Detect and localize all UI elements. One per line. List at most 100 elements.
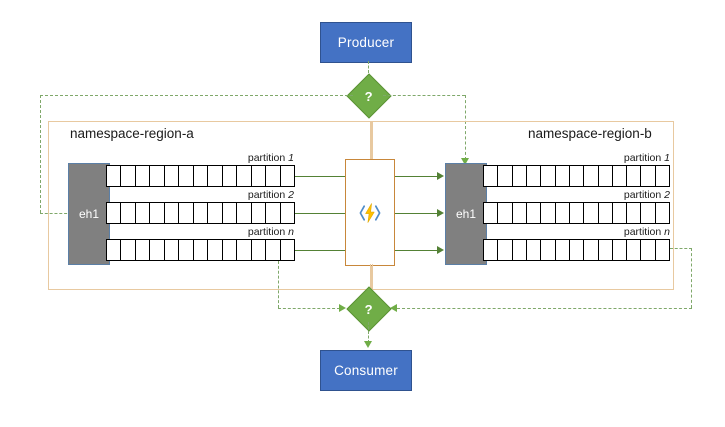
partition-cell	[584, 166, 599, 186]
partition-cell	[281, 240, 294, 260]
partition-cell	[136, 166, 151, 186]
partition-cell	[599, 240, 613, 260]
region-b-partition-n-label: partition n	[556, 226, 670, 238]
partition-cell	[498, 166, 513, 186]
region-b-partition-1-label-index: 1	[664, 152, 670, 164]
router-to-consumer-line	[368, 322, 369, 343]
router-to-consumer-arrowhead	[363, 341, 372, 348]
partition-cell	[656, 240, 669, 260]
partition-cell	[556, 203, 570, 223]
region-b-to-consumer-right-line	[670, 248, 692, 249]
partition-cell	[208, 203, 223, 223]
region-b-partition-1-row	[483, 165, 670, 187]
flow-replicator-to-b-pn-arrowhead	[437, 245, 444, 254]
region-a-entity-eh1[interactable]: eh1	[68, 163, 110, 265]
region-a-partition-n-row	[106, 239, 295, 261]
producer-router-diamond[interactable]: ?	[346, 73, 392, 119]
region-b-partition-1-label-text: partition	[623, 152, 665, 164]
region-b-partition-n-label-text: partition	[623, 226, 665, 238]
partition-cell	[107, 240, 122, 260]
region-a-to-consumer-right-line	[278, 308, 340, 309]
region-a-partition-2-row	[106, 202, 295, 224]
region-a-partition-2-label-text: partition	[247, 189, 289, 201]
namespace-region-a-title: namespace-region-a	[70, 126, 194, 141]
partition-cell	[223, 240, 238, 260]
region-b-partition-2-row	[483, 202, 670, 224]
partition-cell	[541, 203, 556, 223]
partition-cell	[179, 240, 194, 260]
partition-cell	[266, 240, 281, 260]
flow-a-pn-to-replicator	[295, 250, 346, 252]
partition-cell	[613, 240, 628, 260]
partition-cell	[281, 166, 294, 186]
region-b-entity-label: eh1	[455, 207, 477, 221]
namespace-b-left-edge-top	[372, 121, 373, 159]
partition-cell	[121, 166, 136, 186]
partition-cell	[599, 203, 613, 223]
region-b-to-consumer-left-line	[397, 308, 692, 309]
partition-cell	[599, 166, 613, 186]
partition-cell	[556, 166, 570, 186]
producer-label: Producer	[337, 35, 395, 50]
region-b-partition-2-label-text: partition	[623, 189, 665, 201]
partition-cell	[641, 166, 656, 186]
partition-cell	[194, 166, 209, 186]
partition-cell	[498, 240, 513, 260]
partition-cell	[179, 166, 194, 186]
partition-cell	[627, 203, 642, 223]
router-to-region-b-down-line	[465, 95, 466, 160]
partition-cell	[194, 203, 209, 223]
partition-cell	[541, 240, 556, 260]
partition-cell	[165, 166, 180, 186]
replicator-box[interactable]	[345, 159, 395, 266]
consumer-router-label: ?	[365, 301, 373, 317]
partition-cell	[179, 203, 194, 223]
flow-replicator-to-b-p2	[392, 213, 438, 215]
region-b-to-consumer-down-line	[691, 248, 692, 308]
partition-cell	[641, 203, 656, 223]
region-b-to-consumer-arrowhead	[390, 303, 397, 312]
consumer-box[interactable]: Consumer	[320, 350, 412, 391]
partition-cell	[121, 203, 136, 223]
region-b-entity-eh1[interactable]: eh1	[445, 163, 487, 265]
partition-cell	[223, 203, 238, 223]
partition-cell	[150, 203, 165, 223]
flow-replicator-to-b-pn	[392, 250, 438, 252]
partition-cell	[513, 166, 527, 186]
region-a-partition-1-label-text: partition	[247, 152, 289, 164]
region-b-partition-2-label-index: 2	[664, 189, 670, 201]
router-to-region-b-arrowhead	[460, 158, 469, 165]
consumer-router-diamond[interactable]: ?	[346, 286, 392, 332]
region-a-partition-2-label: partition 2	[180, 189, 294, 201]
partition-cell	[281, 203, 294, 223]
router-to-region-a-down-line	[40, 95, 41, 213]
region-b-partition-n-label-index: n	[664, 226, 670, 238]
partition-cell	[237, 240, 252, 260]
partition-cell	[121, 240, 136, 260]
region-b-partition-n-row	[483, 239, 670, 261]
partition-cell	[584, 240, 599, 260]
partition-cell	[613, 203, 628, 223]
partition-cell	[252, 240, 267, 260]
partition-cell	[266, 203, 281, 223]
partition-cell	[484, 166, 499, 186]
partition-cell	[627, 166, 642, 186]
partition-cell	[208, 166, 223, 186]
partition-cell	[498, 203, 513, 223]
producer-box[interactable]: Producer	[320, 22, 412, 63]
partition-cell	[541, 166, 556, 186]
partition-cell	[107, 203, 122, 223]
region-b-partition-2-label: partition 2	[556, 189, 670, 201]
region-a-partition-1-label-index: 1	[288, 152, 294, 164]
partition-cell	[556, 240, 570, 260]
region-a-partition-n-label: partition n	[180, 226, 294, 238]
flow-a-p1-to-replicator	[295, 176, 346, 178]
partition-cell	[165, 203, 180, 223]
region-b-partition-1-label: partition 1	[556, 152, 670, 164]
partition-cell	[570, 166, 585, 186]
consumer-label: Consumer	[334, 363, 398, 378]
flow-a-p2-to-replicator	[295, 213, 346, 215]
region-a-entity-label: eh1	[78, 207, 100, 221]
namespace-b-left-edge-bottom	[372, 264, 373, 288]
region-a-partition-n-label-text: partition	[247, 226, 289, 238]
